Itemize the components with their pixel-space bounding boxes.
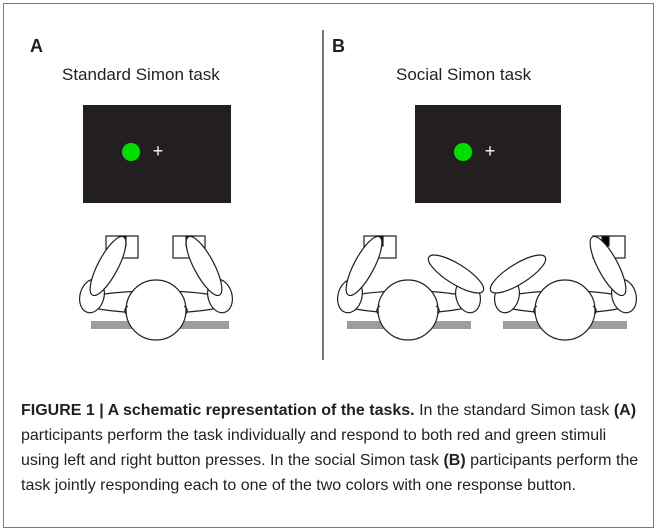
forearm-left-resting	[489, 254, 547, 294]
forearm-right	[185, 235, 223, 297]
ear-right	[435, 305, 440, 315]
caption-ref-a: (A)	[613, 402, 637, 419]
caption-text-3: participants perform the task jointly re…	[21, 452, 639, 494]
caption-text-2: participants perform the task individual…	[21, 427, 607, 469]
panel-a-title: Standard Simon task	[62, 65, 220, 84]
panel-b-screen: +	[415, 105, 561, 203]
ear-left	[533, 305, 538, 315]
panel-a: A Standard Simon task +	[30, 36, 233, 341]
panel-b: B Social Simon task +	[332, 36, 637, 341]
head	[125, 279, 187, 341]
green-stimulus-dot	[454, 143, 472, 161]
participant-right	[489, 235, 637, 341]
ear-right	[592, 305, 597, 315]
panel-b-title: Social Simon task	[396, 65, 532, 84]
forearm-right	[589, 235, 627, 297]
panel-a-letter: A	[30, 36, 43, 56]
head	[377, 279, 439, 341]
fixation-cross: +	[485, 141, 496, 161]
panel-a-screen: +	[83, 105, 231, 203]
participant-left	[337, 235, 485, 341]
ear-right	[183, 305, 188, 315]
forearm-right-resting	[427, 254, 485, 294]
caption-label: FIGURE 1 | A schematic representation of…	[21, 402, 415, 419]
fixation-cross: +	[153, 141, 164, 161]
participant	[79, 235, 233, 341]
ear-left	[376, 305, 381, 315]
figure-caption: FIGURE 1 | A schematic representation of…	[21, 398, 641, 498]
ear-left	[124, 305, 129, 315]
panel-b-letter: B	[332, 36, 345, 56]
forearm-left	[89, 235, 127, 297]
caption-ref-b: (B)	[443, 452, 466, 469]
caption-text-1: In the standard Simon task	[414, 402, 614, 419]
head	[534, 279, 596, 341]
forearm-left	[345, 235, 383, 297]
green-stimulus-dot	[122, 143, 140, 161]
